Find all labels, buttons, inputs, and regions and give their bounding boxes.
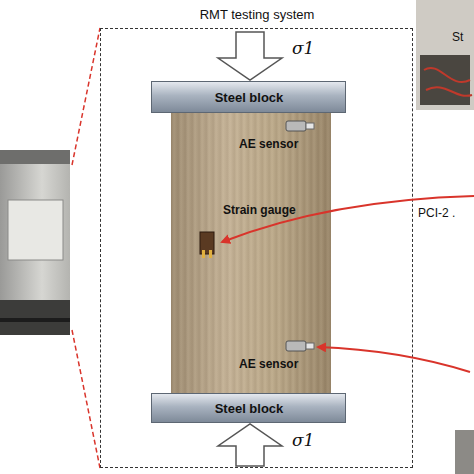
equipment-photo xyxy=(455,430,474,474)
node-text: AE sensor xyxy=(239,137,298,151)
frame-title: RMT testing system xyxy=(200,7,315,22)
zoom-line xyxy=(72,28,100,165)
equipment-photo-part xyxy=(420,55,470,105)
stress-symbol: σ1 xyxy=(292,38,314,58)
stress-symbol: σ1 xyxy=(292,430,314,450)
node-text: Steel block xyxy=(215,90,284,105)
cropped-label: PCI-2 . xyxy=(418,206,455,220)
equipment-photo xyxy=(416,0,474,110)
machine-photo-part xyxy=(8,200,63,260)
steel-block: Steel block xyxy=(151,393,346,423)
equipment-wires xyxy=(424,68,472,96)
system-frame: RMT testing systemSteel blockAE sensorSt… xyxy=(100,28,413,468)
machine-photo xyxy=(0,150,70,335)
node-text: Steel block xyxy=(215,401,284,416)
node-text: AE sensor xyxy=(239,357,298,371)
load-arrow xyxy=(218,424,282,466)
rock-specimen: AE sensorStrain gaugeAE sensor xyxy=(171,113,331,393)
signal-arrow xyxy=(318,347,470,372)
node-text: Strain gauge xyxy=(223,203,296,217)
load-arrow xyxy=(218,32,282,80)
steel-block: Steel block xyxy=(151,81,346,113)
cropped-label: St xyxy=(452,30,463,44)
machine-photo-base xyxy=(0,318,70,322)
zoom-line xyxy=(72,330,100,468)
machine-photo-part xyxy=(0,150,70,164)
machine-photo-base xyxy=(0,300,70,335)
